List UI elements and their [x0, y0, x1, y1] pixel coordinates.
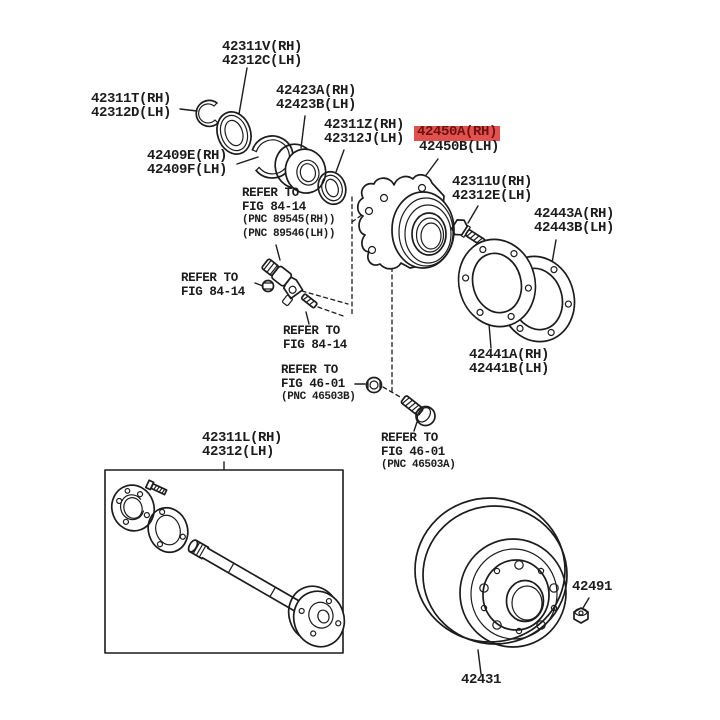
note-line: (PNC 46503A): [381, 459, 456, 471]
part-number: 42431: [461, 672, 502, 688]
part-label-42491[interactable]: 42491: [572, 579, 613, 595]
part-number: 42491: [572, 579, 613, 595]
part-number-lh: 42312C(LH): [222, 52, 303, 69]
nut-42491-drawing: [573, 607, 589, 624]
part-number-rh: 42311V(RH): [222, 39, 303, 55]
part-label-42423a[interactable]: 42423A(RH) 42423B(LH): [276, 83, 357, 113]
note-line: FIG 46-01: [381, 444, 445, 459]
note-line: REFER TO: [283, 324, 340, 338]
stud-drawing: [144, 479, 168, 496]
bolt-46503a-drawing: [400, 395, 436, 427]
refer-note-hub-nut: REFER TO FIG 46-01 (PNC 46503B): [281, 363, 356, 405]
part-number-rh: 42311U(RH): [452, 174, 533, 190]
note-line: FIG 84-14: [181, 284, 245, 299]
note-line: FIG 84-14: [283, 337, 347, 352]
note-line: REFER TO: [181, 271, 238, 285]
note-line: FIG 84-14: [242, 199, 306, 214]
bearing-42423-drawing: [274, 143, 327, 194]
sensor-bolt-drawing: [300, 293, 318, 309]
part-label-42441a[interactable]: 42441A(RH) 42441B(LH): [469, 347, 550, 377]
part-label-42409e[interactable]: 42409E(RH) 42409F(LH): [147, 148, 228, 178]
part-label-42311l[interactable]: 42311L(RH) 42312(LH): [202, 430, 283, 460]
part-number-rh: 42311L(RH): [202, 430, 283, 446]
part-label-42311u[interactable]: 42311U(RH) 42312E(LH): [452, 174, 533, 204]
part-number-rh: 42443A(RH): [534, 206, 615, 222]
part-label-42311t[interactable]: 42311T(RH) 42312D(LH): [91, 91, 172, 121]
note-line: REFER TO: [242, 186, 299, 200]
part-number-lh: 42450B(LH): [419, 138, 500, 155]
part-number-rh: 42311Z(RH): [324, 117, 405, 133]
axle-flange-drawing: [110, 484, 156, 532]
refer-note-sensor: REFER TO FIG 84-14 (PNC 89545(RH)) (PNC …: [242, 186, 336, 241]
refer-note-grommet: REFER TO FIG 84-14: [181, 271, 245, 299]
part-label-42450-selected[interactable]: 42450A(RH) 42450B(LH): [414, 125, 501, 155]
gasket-drawing: [147, 506, 189, 554]
seal-42311z-drawing: [317, 170, 347, 206]
hub-bearing-42450-drawing: [356, 173, 455, 270]
grommet-drawing: [261, 279, 275, 293]
plate-42441-drawing: [457, 238, 537, 328]
leader-lines: [179, 67, 590, 675]
highlighted-part-number: 42450A(RH): [414, 125, 501, 141]
note-line: REFER TO: [281, 363, 338, 377]
abs-sensor-drawing: [261, 258, 304, 307]
axle-box: [104, 469, 346, 654]
part-number-lh: 42312E(LH): [452, 187, 533, 204]
axle-shaft-drawing: [187, 539, 346, 648]
note-line: (PNC 89545(RH)): [242, 214, 336, 226]
highlighted-part-row: 42450A(RH): [414, 125, 501, 141]
note-line: (PNC 46503B): [281, 391, 356, 403]
part-number-lh: 42443B(LH): [534, 219, 615, 236]
brake-disc-42431-drawing: [414, 497, 568, 648]
part-number-rh: 42441A(RH): [469, 347, 550, 363]
part-number-lh: 42423B(LH): [276, 96, 357, 113]
part-number-lh: 42441B(LH): [469, 360, 550, 377]
part-label-42431[interactable]: 42431: [461, 672, 502, 688]
part-number-rh: 42409E(RH): [147, 148, 228, 164]
part-label-42443a[interactable]: 42443A(RH) 42443B(LH): [534, 206, 615, 236]
nut-46503b-drawing: [365, 376, 383, 394]
part-number-lh: 42312(LH): [202, 443, 275, 460]
refer-note-harness-bolt: REFER TO FIG 84-14: [283, 324, 347, 352]
part-number-rh: 42311T(RH): [91, 91, 172, 107]
note-line: (PNC 89546(LH)): [242, 227, 336, 240]
snap-ring-42311t-drawing: [195, 99, 219, 128]
part-number-lh: 42312J(LH): [324, 130, 405, 147]
note-line: REFER TO: [381, 431, 438, 445]
part-label-42311z[interactable]: 42311Z(RH) 42312J(LH): [324, 117, 405, 147]
seal-42311v-drawing: [216, 111, 252, 155]
part-number-lh: 42312D(LH): [91, 104, 172, 121]
refer-note-hub-bolt: REFER TO FIG 46-01 (PNC 46503A): [381, 431, 456, 473]
note-line: FIG 46-01: [281, 376, 345, 391]
part-number-lh: 42409F(LH): [147, 161, 228, 178]
part-label-42311v[interactable]: 42311V(RH) 42312C(LH): [222, 39, 303, 69]
part-number-rh: 42423A(RH): [276, 83, 357, 99]
